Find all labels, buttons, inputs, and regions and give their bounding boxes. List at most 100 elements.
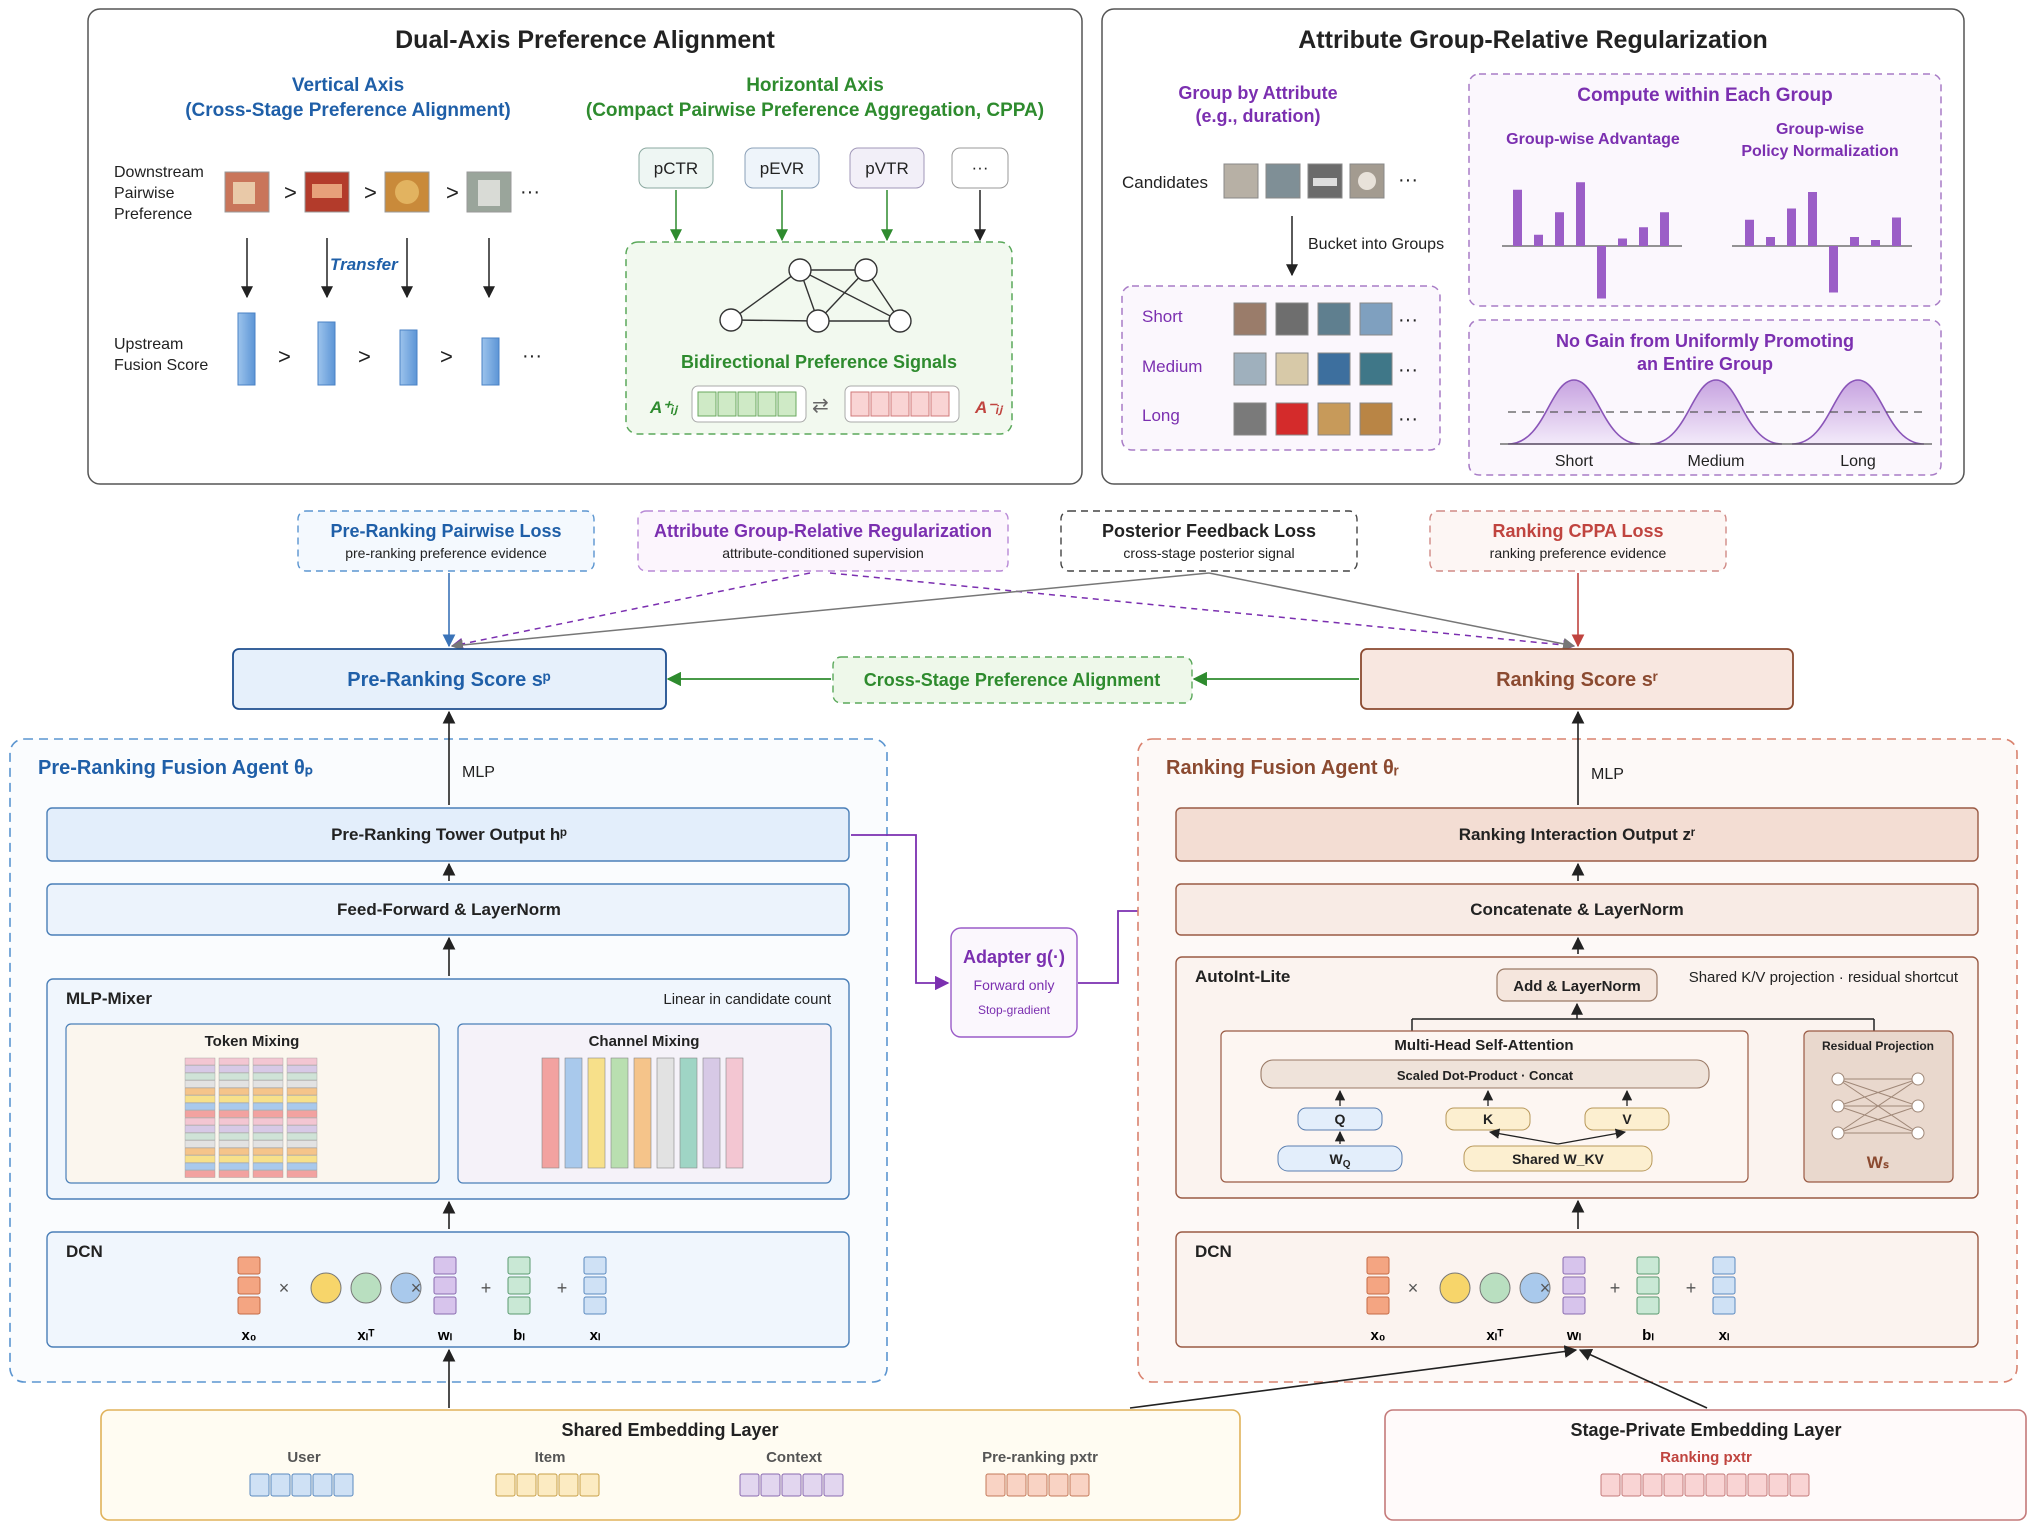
dcn-operator: × bbox=[1540, 1278, 1551, 1298]
token-mixing-title: Token Mixing bbox=[205, 1033, 300, 1050]
mlp-mixer-title: MLP-Mixer bbox=[66, 989, 152, 1008]
channel-bar bbox=[725, 1057, 744, 1169]
token-cell bbox=[286, 1147, 318, 1156]
cppa-loss-title: Ranking CPPA Loss bbox=[1492, 521, 1663, 541]
embedding-cell bbox=[1684, 1473, 1705, 1497]
shared-embedding-title: Shared Embedding Layer bbox=[561, 1420, 778, 1440]
compute-box bbox=[1468, 73, 1942, 307]
token-cell bbox=[218, 1087, 250, 1096]
group-bar bbox=[1871, 240, 1880, 246]
token-cell bbox=[252, 1095, 284, 1103]
pre-agent-title: Pre-Ranking Fusion Agent θₚ bbox=[38, 757, 313, 779]
gt-symbol: > bbox=[358, 344, 371, 369]
token-cell bbox=[184, 1102, 216, 1111]
dcn-term: xₗ bbox=[1719, 1327, 1730, 1344]
advantage-bars bbox=[1513, 182, 1669, 299]
token-cell bbox=[218, 1072, 250, 1081]
embedding-cell bbox=[291, 1473, 312, 1497]
gt-symbol: > bbox=[364, 180, 377, 205]
downstream-label-1: Downstream bbox=[114, 164, 204, 181]
advantage-title: Group-wise Advantage bbox=[1506, 131, 1680, 148]
token-cell bbox=[184, 1140, 216, 1148]
group-bar bbox=[1618, 238, 1627, 246]
embedding-cell bbox=[495, 1473, 516, 1497]
vector-cell bbox=[583, 1276, 607, 1295]
token-cell bbox=[252, 1125, 284, 1133]
autoint-note: Shared K/V projection · residual shortcu… bbox=[1689, 969, 1959, 986]
candidate-thumbnails bbox=[1223, 163, 1385, 199]
vector-cell bbox=[1366, 1296, 1390, 1315]
embedding-cell bbox=[823, 1473, 844, 1497]
token-cell bbox=[218, 1080, 250, 1088]
policy-bars bbox=[1745, 192, 1901, 293]
vector-cell bbox=[237, 1276, 261, 1295]
add-layernorm: Add & LayerNorm bbox=[1513, 978, 1641, 995]
group-bar bbox=[1808, 192, 1817, 246]
dcn-operator: + bbox=[1686, 1278, 1697, 1298]
embed-preranking-pxtr: Pre-ranking pxtr bbox=[982, 1449, 1098, 1466]
pre-ffn: Feed-Forward & LayerNorm bbox=[337, 900, 561, 919]
residual-network bbox=[1831, 1072, 1925, 1140]
group-thumbnails bbox=[1233, 302, 1393, 436]
private-embedding-layer: Stage-Private Embedding Layer Ranking px… bbox=[1384, 1409, 2027, 1521]
embedding-cell bbox=[249, 1473, 270, 1497]
bucket-label: Bucket into Groups bbox=[1308, 236, 1444, 253]
upstream-label-1: Upstream bbox=[114, 336, 183, 353]
token-cell bbox=[252, 1140, 284, 1148]
vector-cell bbox=[1712, 1256, 1736, 1275]
group-bar bbox=[1660, 212, 1669, 246]
pre-mlp-label: MLP bbox=[462, 764, 495, 781]
dcn-circle bbox=[1439, 1272, 1471, 1304]
dcn-operator: + bbox=[481, 1278, 492, 1298]
token-cell bbox=[184, 1095, 216, 1103]
group-bar bbox=[1597, 246, 1606, 299]
embedding-cell bbox=[1600, 1473, 1621, 1497]
upstream-label-2: Fusion Score bbox=[114, 357, 208, 374]
vector-cell bbox=[507, 1296, 531, 1315]
rank-concat: Concatenate & LayerNorm bbox=[1470, 900, 1684, 919]
dcn-operator: × bbox=[411, 1278, 422, 1298]
vector-cell bbox=[1712, 1276, 1736, 1295]
token-cell bbox=[252, 1147, 284, 1156]
vector-cell bbox=[1562, 1256, 1586, 1275]
token-cell bbox=[218, 1170, 250, 1178]
group-by-subtitle: (e.g., duration) bbox=[1196, 106, 1321, 126]
token-cell bbox=[252, 1110, 284, 1118]
vector-cell bbox=[507, 1276, 531, 1295]
pre-ranking-loss-title: Pre-Ranking Pairwise Loss bbox=[330, 521, 561, 541]
token-cell bbox=[252, 1117, 284, 1126]
wq-text: Q bbox=[1343, 1159, 1351, 1170]
vector-cell bbox=[1562, 1296, 1586, 1315]
vector-cell bbox=[1366, 1276, 1390, 1295]
embedding-cell bbox=[270, 1473, 291, 1497]
no-gain-title-2: an Entire Group bbox=[1637, 354, 1773, 374]
embedding-cell bbox=[516, 1473, 537, 1497]
rank-agent-title: Ranking Fusion Agent θᵣ bbox=[1166, 757, 1399, 779]
token-cell bbox=[184, 1155, 216, 1163]
token-cell bbox=[286, 1080, 318, 1088]
embedding-cell bbox=[1747, 1473, 1768, 1497]
token-cell bbox=[184, 1057, 216, 1066]
group-long: Long bbox=[1142, 406, 1180, 425]
token-cell bbox=[252, 1102, 284, 1111]
pre-ranking-score-box bbox=[232, 648, 667, 710]
ellipsis: ··· bbox=[1398, 309, 1418, 331]
adapter-box bbox=[950, 927, 1078, 1038]
channel-bar bbox=[564, 1057, 583, 1169]
curve-label-long: Long bbox=[1840, 453, 1876, 470]
embedding-cell bbox=[1642, 1473, 1663, 1497]
token-cell bbox=[218, 1155, 250, 1163]
upstream-bars bbox=[237, 312, 500, 386]
embedding-cell bbox=[802, 1473, 823, 1497]
group-bar bbox=[1787, 208, 1796, 246]
token-cell bbox=[184, 1110, 216, 1118]
ranking-score-box bbox=[1360, 648, 1794, 710]
vector-cell bbox=[237, 1256, 261, 1275]
token-cell bbox=[286, 1072, 318, 1081]
metric-pctr: pCTR bbox=[654, 159, 698, 178]
group-bar bbox=[1534, 234, 1543, 246]
vector-cell bbox=[507, 1256, 531, 1275]
adapter-forward: Forward only bbox=[974, 977, 1055, 993]
